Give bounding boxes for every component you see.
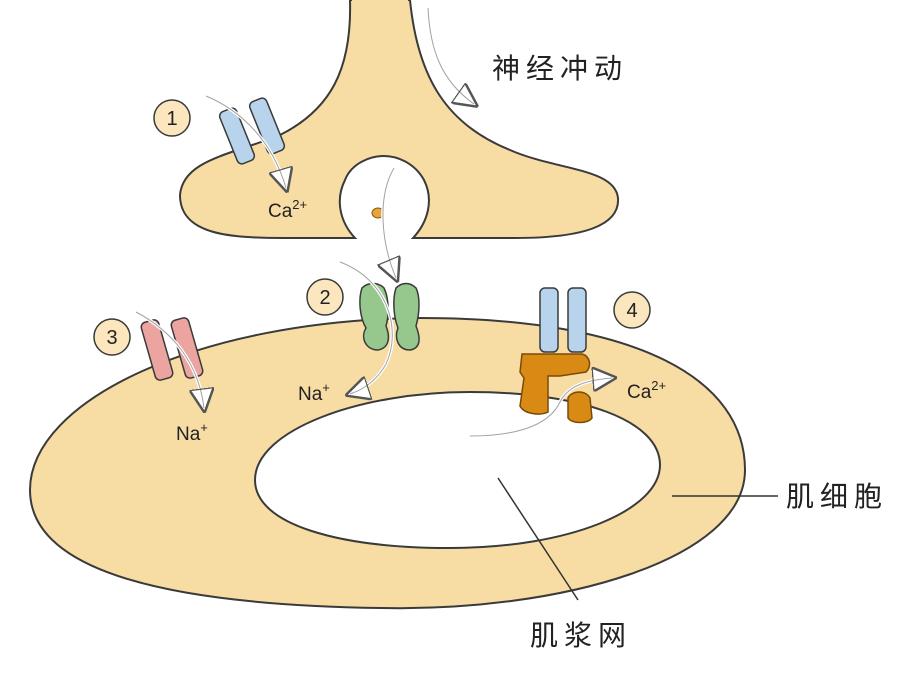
nerve-impulse-label: 神经冲动 xyxy=(492,52,628,85)
dhp-receptor xyxy=(539,287,587,353)
step-1-marker: 1 xyxy=(153,99,191,137)
ion-label-ca-release: Ca2+ xyxy=(627,378,666,403)
step-3-number: 3 xyxy=(106,327,117,349)
ryanodine-receptor xyxy=(519,353,593,424)
sarcoplasmic-reticulum-label: 肌浆网 xyxy=(530,619,632,652)
sarcoplasmic-reticulum-leader xyxy=(497,477,579,601)
neurotransmitter-arrow xyxy=(383,167,396,278)
ion-label-na-channel: Na+ xyxy=(176,420,208,445)
sodium-channel xyxy=(140,317,204,381)
step-4-marker: 4 xyxy=(613,291,651,329)
step-2-marker: 2 xyxy=(306,278,344,316)
step-4-number: 4 xyxy=(626,300,637,322)
acetylcholine-receptor xyxy=(359,282,420,351)
ion-label-ca-presynaptic: Ca2+ xyxy=(268,197,307,222)
nerve-terminal xyxy=(178,0,620,239)
step-3-marker: 3 xyxy=(93,318,131,356)
step-1-number: 1 xyxy=(166,108,177,130)
ion-label-na-receptor: Na+ xyxy=(298,380,330,405)
calcium-channel-presynaptic xyxy=(218,97,286,165)
step-2-number: 2 xyxy=(319,287,330,309)
muscle-cell-label: 肌细胞 xyxy=(786,480,888,513)
